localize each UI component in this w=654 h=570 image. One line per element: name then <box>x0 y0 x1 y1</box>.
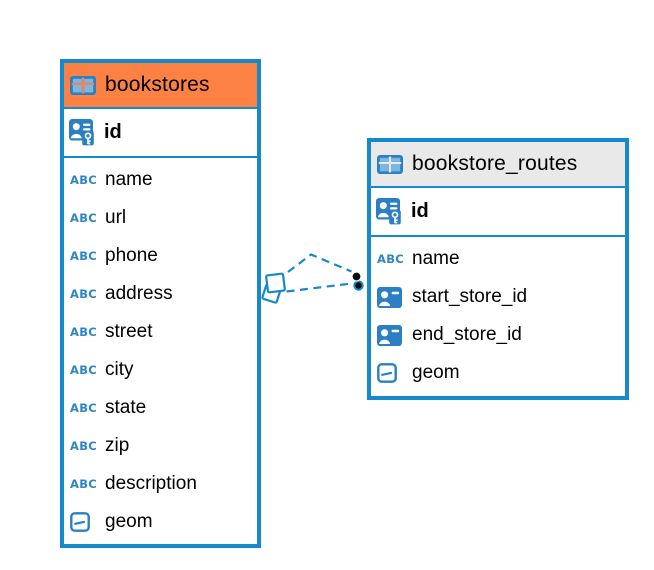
primary-key-icon <box>69 118 96 147</box>
column-row[interactable]: ABC street <box>64 313 257 351</box>
column-name: geom <box>412 362 460 383</box>
column-row[interactable]: ABC city <box>64 351 257 389</box>
column-row[interactable]: ABC address <box>64 275 257 313</box>
geometry-type-icon <box>377 363 404 383</box>
relationship-line-lower[interactable] <box>286 282 352 293</box>
column-name: end_store_id <box>412 324 522 345</box>
text-type-icon: ABC <box>70 249 98 263</box>
column-row[interactable]: ABC name <box>64 161 257 199</box>
bookstores-columns: ABC name ABC url ABC phone ABC address A… <box>64 158 257 541</box>
relationship-line-upper[interactable] <box>287 253 352 273</box>
column-name: address <box>105 283 173 304</box>
text-type-icon: ABC <box>70 211 98 225</box>
table-title: bookstore_routes <box>412 152 578 175</box>
table-bookstore-routes-header[interactable]: bookstore_routes <box>371 142 625 188</box>
column-name: start_store_id <box>412 286 528 307</box>
column-row[interactable]: ABC description <box>64 465 257 503</box>
column-row[interactable]: ABC zip <box>64 427 257 465</box>
column-row[interactable]: end_store_id <box>371 316 625 354</box>
column-name: city <box>105 359 134 380</box>
geometry-type-icon <box>70 512 97 532</box>
relationship-endpoint-dot[interactable] <box>351 271 362 282</box>
table-icon <box>377 154 404 174</box>
column-name: geom <box>105 511 153 532</box>
relationship-endpoint-dot[interactable] <box>353 280 364 291</box>
table-bookstores[interactable]: bookstores id A <box>60 59 261 548</box>
table-title: bookstores <box>105 73 210 96</box>
table-bookstore-routes[interactable]: bookstore_routes id <box>367 138 629 400</box>
column-name: street <box>105 321 153 342</box>
column-name: state <box>105 397 147 418</box>
column-row[interactable]: ABC name <box>371 240 625 278</box>
column-row[interactable]: start_store_id <box>371 278 625 316</box>
column-row[interactable]: ABC phone <box>64 237 257 275</box>
column-row[interactable]: geom <box>64 503 257 541</box>
table-icon <box>70 75 97 95</box>
text-type-icon: ABC <box>70 325 98 339</box>
pk-column-name: id <box>104 121 122 143</box>
column-name: name <box>105 169 153 190</box>
text-type-icon: ABC <box>70 477 98 491</box>
column-row[interactable]: ABC state <box>64 389 257 427</box>
foreign-key-icon <box>377 324 404 346</box>
foreign-key-icon <box>377 286 404 308</box>
table-bookstores-header[interactable]: bookstores <box>64 63 257 109</box>
primary-key-icon <box>376 197 403 226</box>
column-name: zip <box>105 435 130 456</box>
text-type-icon: ABC <box>70 401 98 415</box>
text-type-icon: ABC <box>70 439 98 453</box>
column-row-id[interactable]: id <box>371 188 625 237</box>
text-type-icon: ABC <box>70 287 98 301</box>
column-row[interactable]: geom <box>371 354 625 392</box>
routes-columns: ABC name start_store_id <box>371 237 625 392</box>
text-type-icon: ABC <box>377 252 405 266</box>
relationship-source-icon[interactable] <box>261 272 286 304</box>
pk-column-name: id <box>411 200 429 222</box>
column-name: url <box>105 207 127 228</box>
column-name: description <box>105 473 197 494</box>
text-type-icon: ABC <box>70 173 98 187</box>
column-name: name <box>412 248 460 269</box>
text-type-icon: ABC <box>70 363 98 377</box>
column-row-id[interactable]: id <box>64 109 257 158</box>
column-row[interactable]: ABC url <box>64 199 257 237</box>
column-name: phone <box>105 245 158 266</box>
